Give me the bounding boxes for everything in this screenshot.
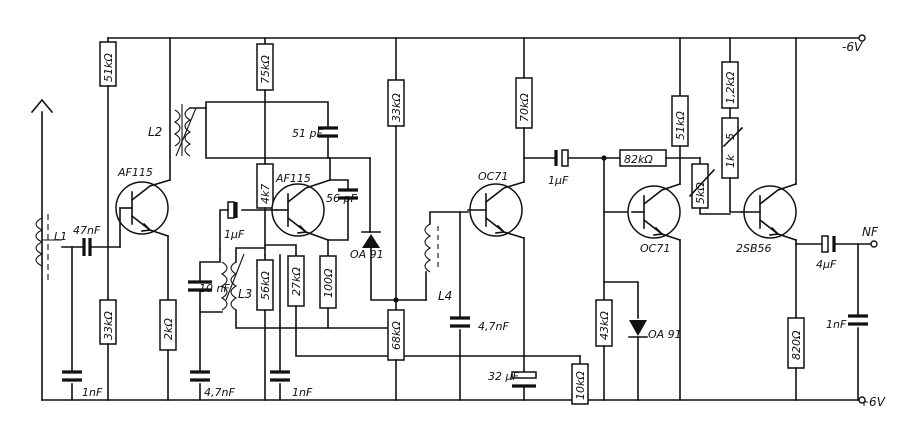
- transistor-t4: [627, 182, 682, 242]
- inductor-l4: [424, 223, 439, 273]
- capacitor-c8: [270, 370, 290, 382]
- negative-rail-label: -6V: [842, 40, 863, 54]
- resistor-r16-label: 1,2kΩ: [724, 71, 737, 104]
- capacitor-c7-label: 4,7nF: [204, 386, 235, 399]
- inductor-l3-label: L3: [238, 287, 252, 301]
- capacitor-c1: [82, 238, 92, 256]
- inductor-l2: [173, 104, 197, 157]
- transistor-t3-label: OC71: [478, 170, 508, 183]
- resistor-r13-label: 82kΩ: [624, 153, 653, 166]
- resistor-r6-label: 56kΩ: [259, 271, 272, 300]
- resistor-r4-label: 75kΩ: [259, 55, 272, 84]
- capacitor-c7: [190, 370, 210, 382]
- transistor-t3: [467, 181, 525, 239]
- diode-d1-label: OA 91: [350, 248, 384, 261]
- resistor-r12-label: 10kΩ: [574, 371, 587, 400]
- capacitor-c13: [848, 314, 868, 326]
- capacitor-c13-label: 1nF: [826, 318, 847, 331]
- resistor-r14-label: 43kΩ: [598, 311, 611, 340]
- resistor-r11-label: 70kΩ: [518, 93, 531, 122]
- resistor-r3-label: 2kΩ: [162, 318, 175, 340]
- inductor-l4-label: L4: [438, 289, 452, 303]
- capacitor-c10-label: 1μF: [548, 174, 569, 187]
- resistor-r5-label: 4k7: [259, 184, 272, 204]
- resistor-r12: [571, 363, 589, 405]
- resistor-r20-label: 820Ω: [790, 330, 803, 360]
- capacitor-c11-label: 32 μF: [488, 370, 519, 383]
- transistor-t4-label: OC71: [640, 242, 670, 255]
- transistor-t1-label: AF115: [117, 166, 153, 179]
- resistor-r10-label: 68kΩ: [390, 321, 403, 350]
- resistor-r9-label: 33kΩ: [390, 93, 403, 122]
- output-label: NF: [862, 225, 879, 239]
- capacitor-c3-label: 51 pF: [292, 127, 323, 140]
- positive-rail-label: +6V: [859, 395, 886, 409]
- inductor-l2-label: L2: [148, 125, 162, 139]
- antenna-icon: [30, 98, 54, 401]
- output-terminal: [870, 240, 878, 248]
- resistor-r7-label: 27kΩ: [290, 267, 303, 296]
- capacitor-c5-label: 56 pF: [326, 192, 357, 205]
- transistor-t2-label: AF115: [275, 172, 311, 185]
- capacitor-c10: [554, 149, 569, 167]
- resistor-r18-label: 1k: [724, 154, 737, 168]
- resistor-r17-r18: [721, 117, 739, 179]
- diode-d2: [628, 320, 648, 338]
- inductor-l3: [220, 253, 245, 311]
- resistor-r15-label: 51kΩ: [674, 111, 687, 140]
- transistor-t5: [741, 182, 798, 242]
- inductor-l1-label: L1: [54, 230, 67, 243]
- capacitor-c1-label: 47nF: [73, 224, 101, 237]
- resistor-r8-label: 100Ω: [322, 268, 335, 298]
- positive-terminal: [858, 396, 866, 404]
- resistor-r17-label: 5: [724, 133, 737, 140]
- capacitor-c6-label: 10 nF: [199, 282, 230, 295]
- capacitor-c12-label: 4μF: [816, 258, 837, 271]
- diode-d2-label: OA 91: [648, 328, 682, 341]
- capacitor-c4: [227, 201, 238, 219]
- transistor-t5-label: 2SB56: [736, 242, 772, 255]
- capacitor-c9: [450, 316, 470, 328]
- capacitor-c4-label: 1μF: [224, 228, 245, 241]
- transistor-t2: [271, 178, 332, 242]
- resistor-r1-label: 51kΩ: [102, 53, 115, 82]
- capacitor-c9-label: 4,7nF: [478, 320, 509, 333]
- negative-terminal: [858, 34, 866, 42]
- capacitor-c12: [821, 235, 836, 253]
- transistor-t1: [115, 179, 171, 238]
- capacitor-c2: [62, 370, 82, 382]
- inductor-l1: [35, 214, 62, 280]
- capacitor-c8-label: 1nF: [292, 386, 313, 399]
- capacitor-c2-label: 1nF: [82, 386, 103, 399]
- resistor-r2-label: 33kΩ: [102, 311, 115, 340]
- diode-d1: [361, 231, 381, 248]
